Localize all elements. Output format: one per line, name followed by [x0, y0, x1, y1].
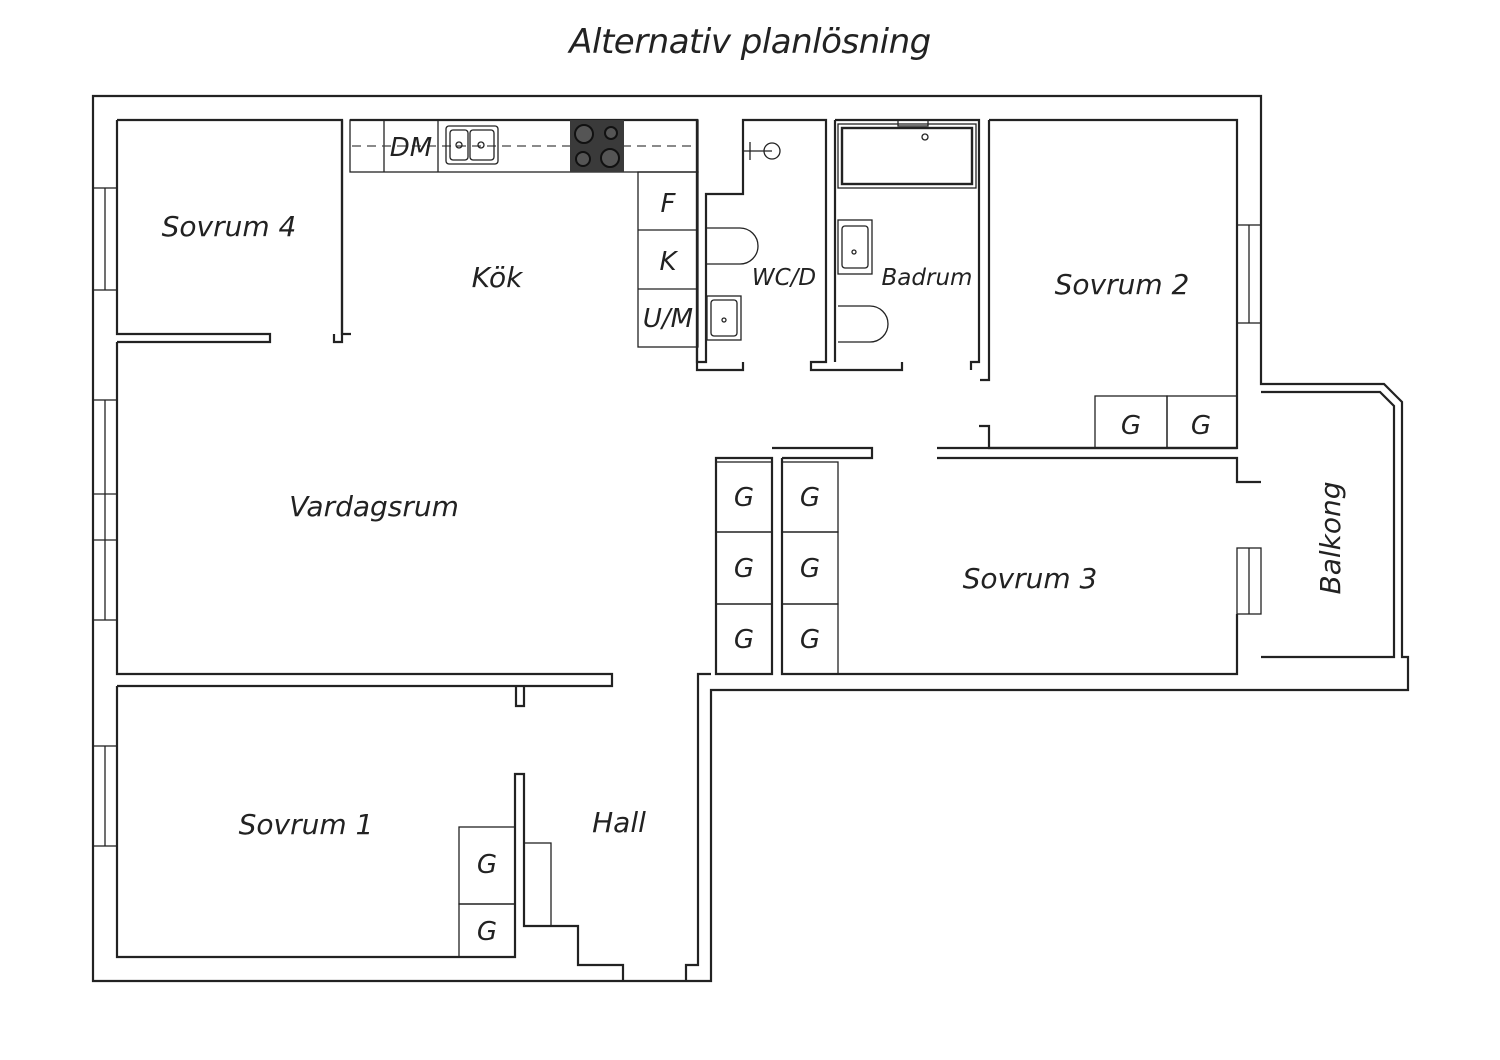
room-label-sovrum1: Sovrum 1 [239, 808, 374, 841]
washbasin-icon [706, 219, 873, 341]
stove-icon [570, 120, 624, 172]
wardrobe-label: G [734, 625, 754, 655]
wardrobe-label: G [1191, 411, 1211, 441]
room-label-sovrum3: Sovrum 3 [963, 562, 1098, 595]
toilet-icon [707, 227, 889, 343]
label-freezer: F [661, 189, 677, 219]
label-oven-micro: U/M [643, 304, 693, 334]
room-label-vardagsrum: Vardagsrum [289, 490, 459, 523]
label-dishwasher: DM [390, 133, 432, 163]
interior-walls [115, 118, 1261, 981]
plan-title: Alternativ planlösning [569, 22, 931, 62]
wardrobe-label: G [477, 917, 497, 947]
room-label-badrum: Badrum [882, 265, 973, 291]
room-label-hall: Hall [592, 806, 646, 839]
wardrobe-label: G [477, 850, 497, 880]
wardrobe-label: G [734, 554, 754, 584]
wardrobe-label: G [734, 483, 754, 513]
exterior-walls [91, 94, 1410, 983]
shower-icon [744, 142, 781, 160]
wardrobe-label: G [1121, 411, 1141, 441]
room-label-sovrum4: Sovrum 4 [162, 210, 297, 243]
room-label-wcd: WC/D [752, 265, 816, 291]
sink-icon [445, 125, 499, 165]
label-fridge: K [659, 247, 678, 277]
room-label-sovrum2: Sovrum 2 [1055, 268, 1190, 301]
room-label-kok: Kök [472, 261, 524, 294]
wardrobe-label: G [800, 554, 820, 584]
wardrobe-label: G [800, 625, 820, 655]
wardrobe-label: G [800, 483, 820, 513]
kitchen-counter [349, 119, 699, 348]
bathtub-icon [837, 119, 977, 189]
room-label-balkong: Balkong [1314, 481, 1347, 594]
wardrobes [458, 395, 1238, 958]
